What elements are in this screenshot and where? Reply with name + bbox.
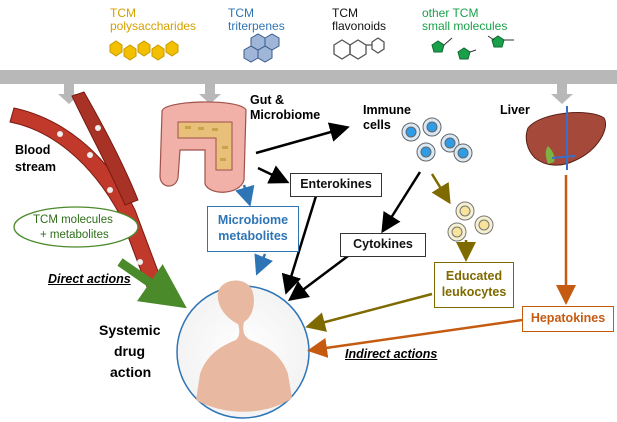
- source-small-molecules-line2: small molecules: [422, 19, 508, 33]
- tcm-molecules-ellipse: [13, 206, 139, 248]
- gut-label-line2: Microbiome: [250, 108, 321, 122]
- flavonoid-molecule-icon: [333, 37, 385, 60]
- small-molecule-icon: [431, 35, 514, 60]
- systemic-line2: drug: [114, 343, 146, 359]
- olive-arrows: [305, 173, 476, 332]
- direct-actions-label: Direct actions: [48, 272, 131, 286]
- enterokines-label: Enterokines: [300, 177, 372, 191]
- immune-label-line2: cells: [363, 118, 391, 132]
- source-flavonoids-line2: flavonoids: [332, 19, 387, 33]
- blood-vessel-illustration: [9, 91, 166, 297]
- black-arrows: [255, 122, 422, 301]
- blood-label-line1: Blood: [15, 143, 51, 157]
- tcm-molecules-line1: TCM molecules: [33, 214, 113, 226]
- liver-illustration: [525, 106, 606, 170]
- human-silhouette: [196, 280, 292, 412]
- microbiome-line2: metabolites: [218, 229, 288, 243]
- tcm-molecules-line2: + metabolites: [40, 229, 109, 241]
- source-flavonoids-line1: TCM: [332, 6, 358, 20]
- distribution-bar: [0, 70, 617, 84]
- immune-cells-illustration: [401, 117, 473, 163]
- immune-label-line1: Immune: [363, 103, 411, 117]
- educated-line1: Educated: [445, 269, 503, 283]
- hepatokines-box: Hepatokines: [522, 306, 614, 332]
- hepatokines-label: Hepatokines: [530, 311, 606, 325]
- source-polysaccharides-line1: TCM: [110, 6, 136, 20]
- bar-down-arrows: [58, 84, 573, 104]
- source-triterpenes-line2: triterpenes: [228, 19, 285, 33]
- triterpene-molecule-icon: [243, 33, 280, 63]
- blue-arrows: [235, 184, 273, 276]
- educated-cells-illustration: [447, 201, 494, 242]
- orange-arrows: [307, 175, 576, 358]
- gut-label-line1: Gut &: [250, 93, 285, 107]
- source-polysaccharides-line2: polysaccharides: [110, 19, 197, 33]
- educated-line2: leukocytes: [441, 285, 507, 299]
- source-triterpenes-line1: TCM: [228, 6, 254, 20]
- educated-leukocytes-box: Educated leukocytes: [434, 262, 514, 308]
- systemic-line1: Systemic: [99, 322, 161, 338]
- indirect-actions-label: Indirect actions: [345, 347, 438, 361]
- gut-illustration: [159, 101, 247, 193]
- cytokines-box: Cytokines: [340, 233, 426, 257]
- microbiome-line1: Microbiome: [217, 213, 289, 227]
- polysaccharide-molecule-icon: [109, 40, 179, 61]
- direct-action-arrow: [117, 258, 187, 309]
- liver-label: Liver: [500, 103, 530, 117]
- cytokines-label: Cytokines: [353, 237, 413, 251]
- source-small-molecules-line1: other TCM: [422, 6, 479, 20]
- blood-label-line2: stream: [15, 160, 56, 174]
- enterokines-box: Enterokines: [290, 173, 382, 197]
- systemic-line3: action: [110, 364, 152, 380]
- microbiome-metabolites-box: Microbiome metabolites: [207, 206, 299, 252]
